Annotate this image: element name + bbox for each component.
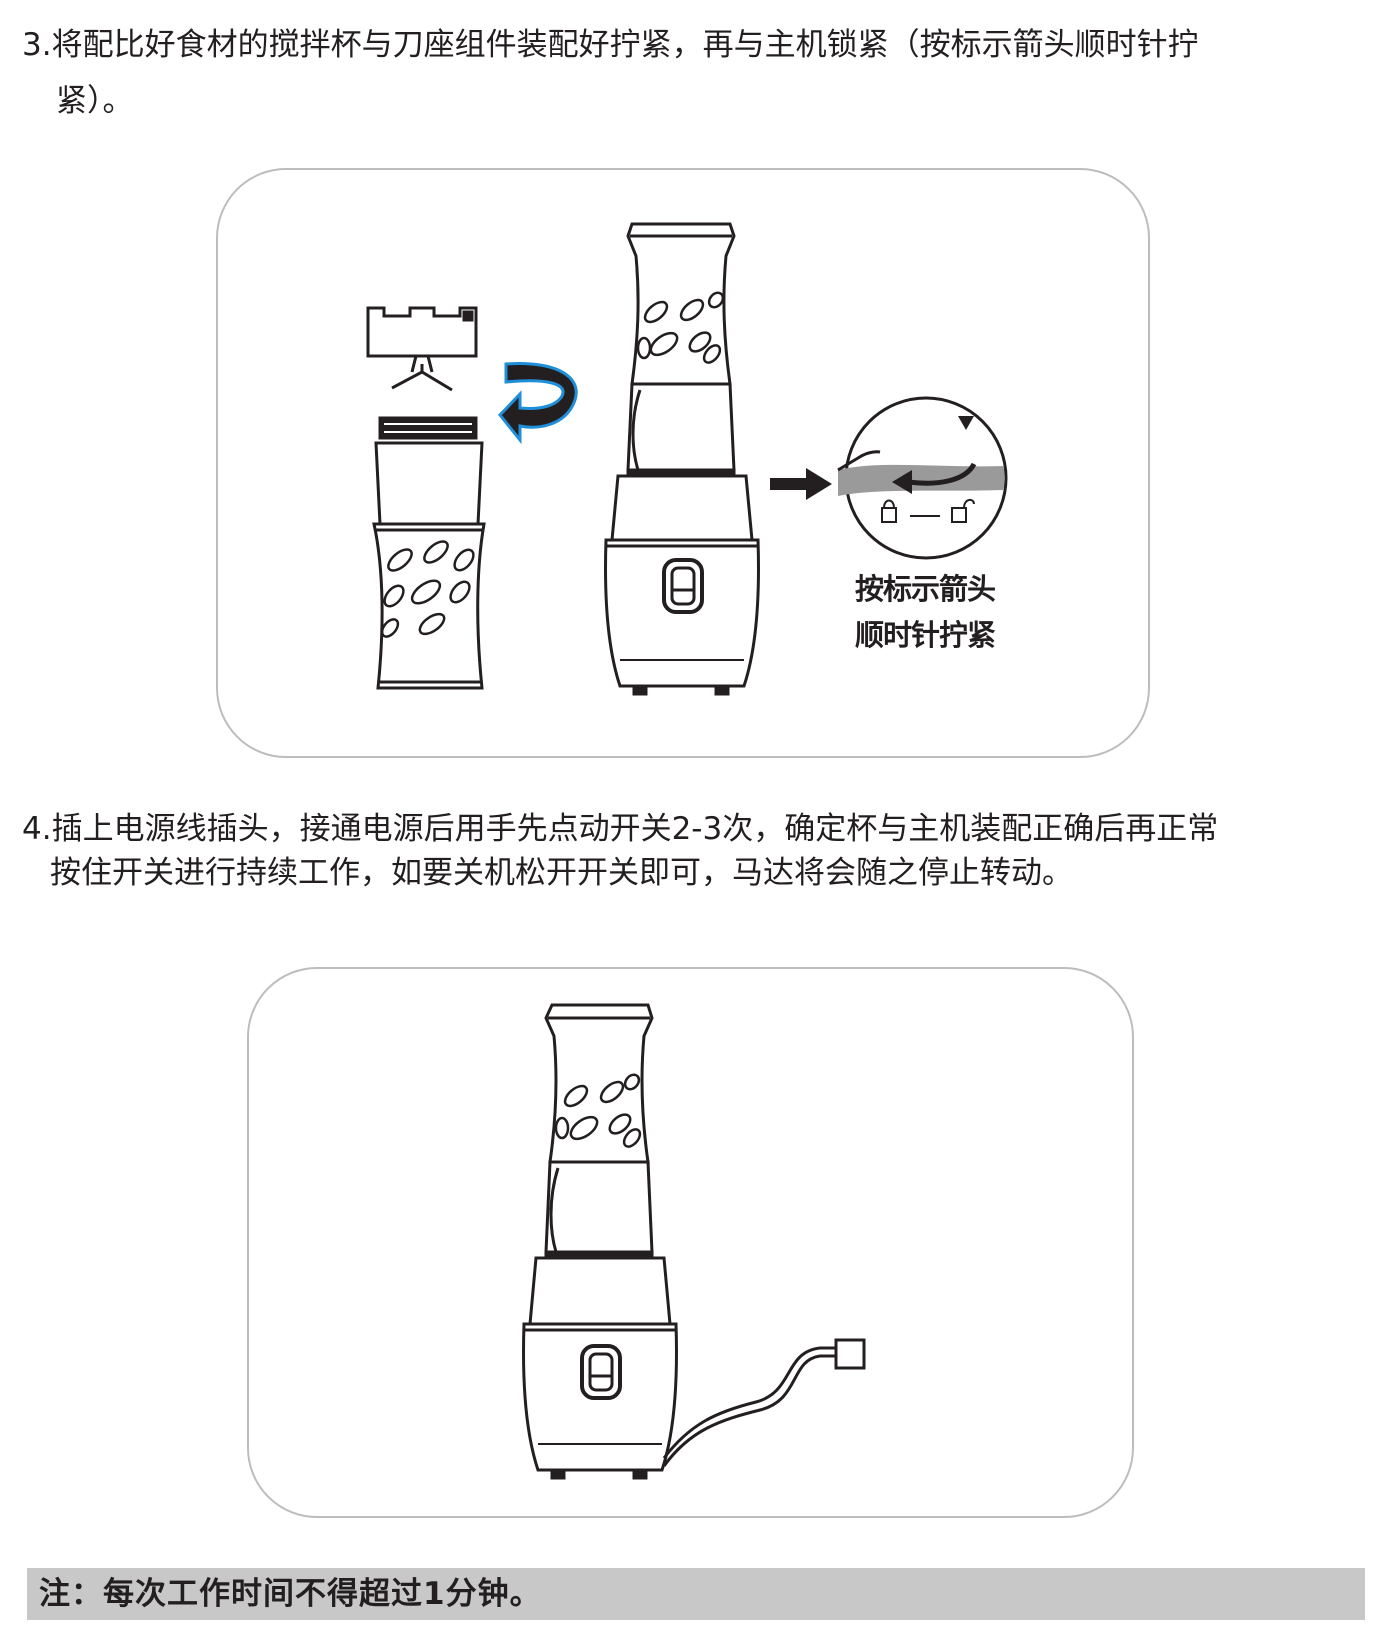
note-text: 注：每次工作时间不得超过1分钟。 <box>39 1576 542 1612</box>
blender-with-cord-icon <box>522 1003 866 1480</box>
step3-text-line2: 紧）。 <box>56 83 134 119</box>
assembled-blender-icon <box>604 222 760 696</box>
step3-text-line1: 3.将配比好食材的搅拌杯与刀座组件装配好拧紧，再与主机锁紧（按标示箭头顺时针拧 <box>22 27 1199 63</box>
callout-line1: 按标示箭头 <box>855 572 996 606</box>
pointer-arrow-icon <box>770 468 832 500</box>
step4-text-line1: 4.插上电源线插头，接通电源后用手先点动开关2-3次，确定杯与主机装配正确后再正… <box>22 811 1219 847</box>
blender-cup-icon <box>372 441 486 690</box>
lock-detail-icon <box>837 396 1008 560</box>
rotate-arrow-icon <box>498 361 578 445</box>
callout-line2: 顺时针拧紧 <box>855 618 996 652</box>
note-banner: 注：每次工作时间不得超过1分钟。 <box>27 1568 1365 1620</box>
step4-text-line2: 按住开关进行持续工作，如要关机松开开关即可，马达将会随之停止转动。 <box>50 855 1073 891</box>
blade-assembly-icon <box>366 306 478 440</box>
operation-illustration-panel <box>247 967 1134 1518</box>
